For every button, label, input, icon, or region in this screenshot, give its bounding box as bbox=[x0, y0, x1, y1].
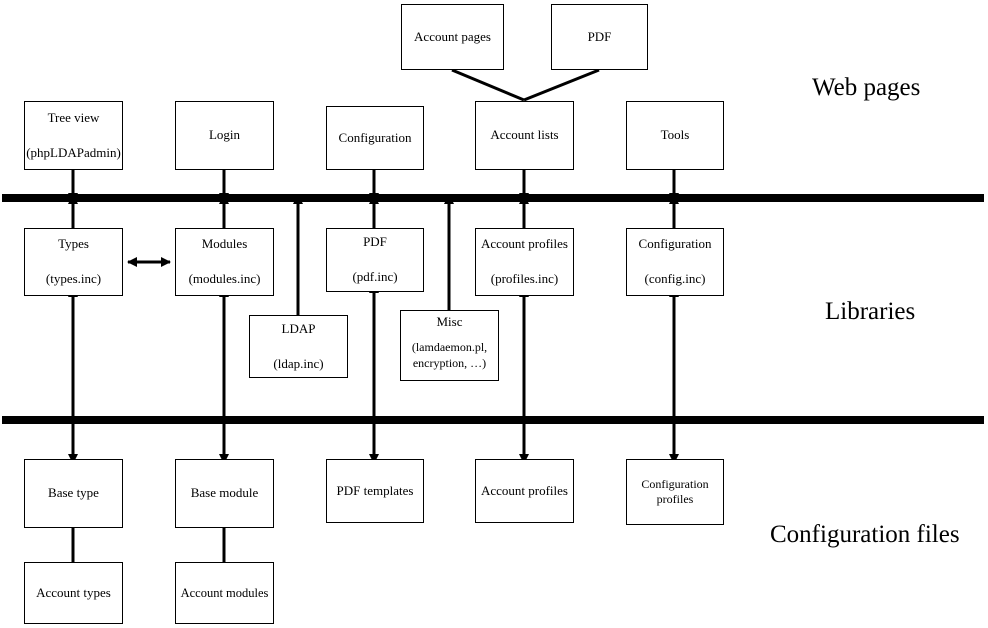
node-config-library-sublabel: (config.inc) bbox=[644, 271, 706, 286]
node-misc-library-label: Misc bbox=[436, 314, 463, 329]
node-pdf-page-label: PDF bbox=[587, 28, 612, 44]
node-types-library-label: Types bbox=[58, 236, 89, 252]
node-config-library-label: Configuration bbox=[638, 236, 712, 252]
node-account-modules-label: Account modules bbox=[180, 585, 269, 600]
node-ldap-library[interactable]: LDAP (ldap.inc) bbox=[249, 315, 348, 378]
node-account-pages-label: Account pages bbox=[414, 28, 491, 44]
section-label-libraries: Libraries bbox=[825, 298, 916, 325]
node-config-library[interactable]: Configuration (config.inc) bbox=[626, 228, 724, 296]
section-label-configuration-files: Configuration files bbox=[770, 521, 960, 548]
node-ldap-library-sublabel: (ldap.inc) bbox=[273, 355, 324, 371]
node-misc-library[interactable]: Misc (lamdaemon.pl, encryption, …) bbox=[400, 310, 499, 381]
node-tools[interactable]: Tools bbox=[626, 101, 724, 170]
node-profiles-library-sublabel: (profiles.inc) bbox=[490, 271, 559, 286]
node-modules-library[interactable]: Modules (modules.inc) bbox=[175, 228, 274, 296]
node-configuration-profiles-files-label: Configuration profiles bbox=[641, 477, 709, 506]
node-login[interactable]: Login bbox=[175, 101, 274, 170]
node-tree-view-sublabel: (phpLDAPadmin) bbox=[26, 144, 121, 160]
node-account-pages[interactable]: Account pages bbox=[401, 4, 504, 70]
node-pdf-library-label: PDF bbox=[363, 234, 387, 250]
node-account-types[interactable]: Account types bbox=[24, 562, 123, 624]
node-pdf-templates[interactable]: PDF templates bbox=[326, 459, 424, 523]
node-configuration-page[interactable]: Configuration bbox=[326, 106, 424, 170]
node-profiles-library-label: Account profiles bbox=[480, 236, 568, 252]
node-login-label: Login bbox=[208, 127, 241, 143]
node-pdf-templates-label: PDF templates bbox=[336, 482, 414, 498]
node-tools-label: Tools bbox=[660, 127, 690, 143]
node-account-lists[interactable]: Account lists bbox=[475, 101, 574, 170]
node-ldap-library-label: LDAP bbox=[281, 320, 316, 336]
node-base-type[interactable]: Base type bbox=[24, 459, 123, 528]
node-tree-view[interactable]: Tree view (phpLDAPadmin) bbox=[24, 101, 123, 170]
node-modules-library-sublabel: (modules.inc) bbox=[188, 271, 261, 286]
node-tree-view-label: Tree view bbox=[47, 109, 100, 125]
node-pdf-page[interactable]: PDF bbox=[551, 4, 648, 70]
node-account-modules[interactable]: Account modules bbox=[175, 562, 274, 624]
node-types-library[interactable]: Types (types.inc) bbox=[24, 228, 123, 296]
node-account-lists-label: Account lists bbox=[490, 127, 559, 143]
section-label-web-pages: Web pages bbox=[812, 74, 921, 101]
node-base-module[interactable]: Base module bbox=[175, 459, 274, 528]
node-profiles-library[interactable]: Account profiles (profiles.inc) bbox=[475, 228, 574, 296]
node-configuration-page-label: Configuration bbox=[338, 129, 412, 145]
node-misc-library-sublabel: (lamdaemon.pl, encryption, …) bbox=[411, 339, 488, 370]
node-account-profiles-files-label: Account profiles bbox=[480, 482, 568, 498]
node-types-library-sublabel: (types.inc) bbox=[45, 271, 102, 286]
node-pdf-library-sublabel: (pdf.inc) bbox=[352, 269, 398, 284]
node-pdf-library[interactable]: PDF (pdf.inc) bbox=[326, 228, 424, 292]
node-base-module-label: Base module bbox=[190, 485, 259, 501]
node-modules-library-label: Modules bbox=[201, 236, 248, 252]
connector-account-pages-to-account-lists bbox=[451, 68, 525, 102]
node-configuration-profiles-files[interactable]: Configuration profiles bbox=[626, 459, 724, 525]
node-base-type-label: Base type bbox=[48, 485, 99, 501]
node-account-profiles-files[interactable]: Account profiles bbox=[475, 459, 574, 523]
node-account-types-label: Account types bbox=[36, 584, 111, 600]
connector-pdf-to-account-lists bbox=[523, 68, 600, 102]
